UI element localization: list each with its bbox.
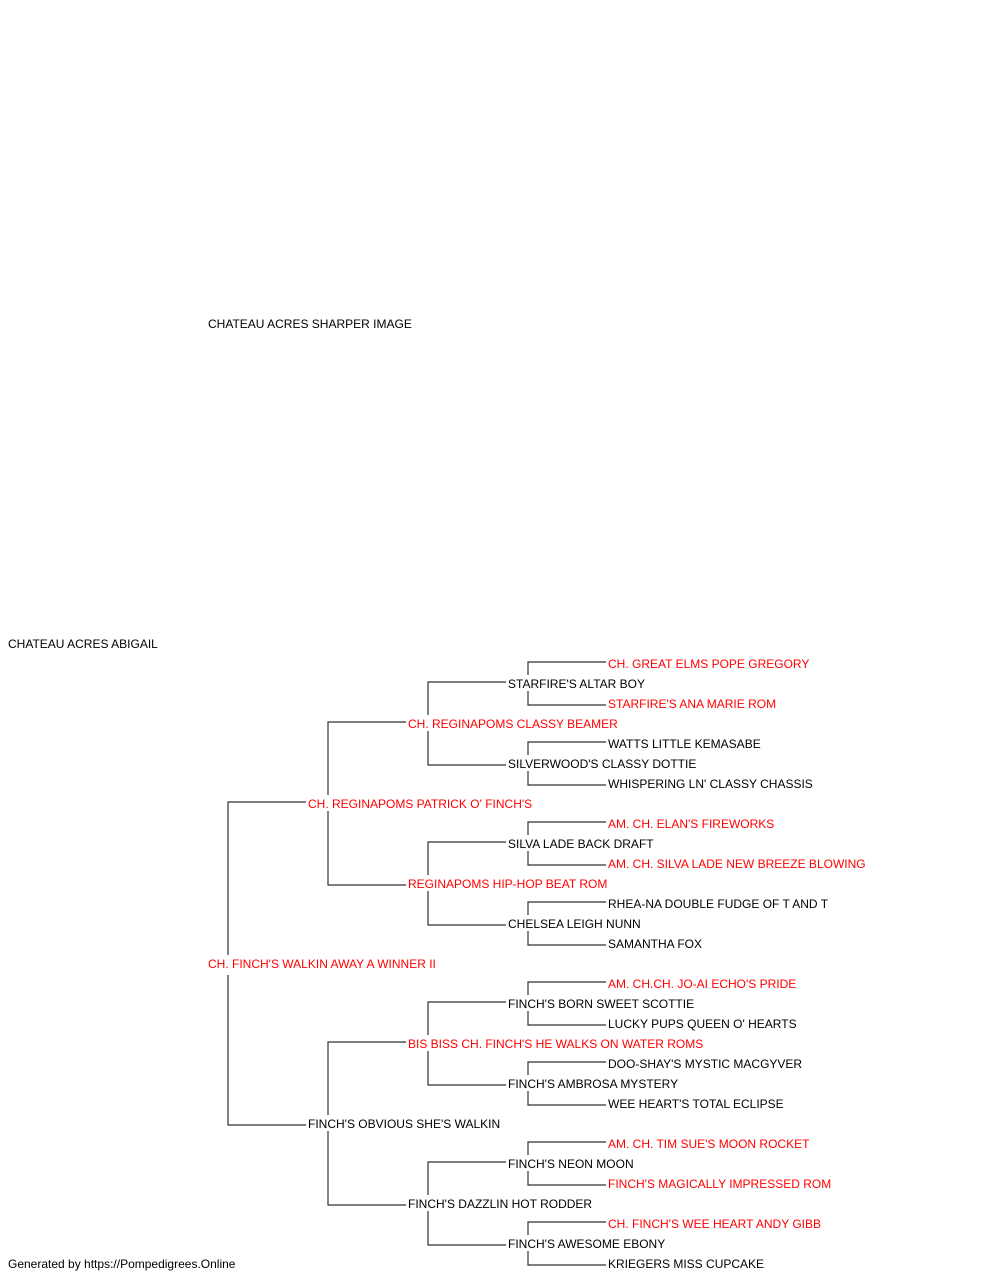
ancestor-name: STARFIRE'S ANA MARIE ROM xyxy=(608,697,777,711)
ancestor-name: AM. CH.CH. JO-AI ECHO'S PRIDE xyxy=(608,977,797,991)
ancestor-name: BIS BISS CH. FINCH'S HE WALKS ON WATER R… xyxy=(408,1037,704,1051)
ancestor-name: LUCKY PUPS QUEEN O' HEARTS xyxy=(608,1017,797,1031)
ancestor-name: AM. CH. TIM SUE'S MOON ROCKET xyxy=(608,1137,810,1151)
ancestor-name: FINCH'S DAZZLIN HOT RODDER xyxy=(408,1197,593,1211)
ancestor-name: CH. FINCH'S WEE HEART ANDY GIBB xyxy=(608,1217,821,1231)
ancestor-name: FINCH'S MAGICALLY IMPRESSED ROM xyxy=(608,1177,832,1191)
ancestor-name: REGINAPOMS HIP-HOP BEAT ROM xyxy=(408,877,608,891)
ancestor-name: DOO-SHAY'S MYSTIC MACGYVER xyxy=(608,1057,803,1071)
dam-name: CH. FINCH'S WALKIN AWAY A WINNER II xyxy=(208,957,436,971)
generated-by-footer: Generated by https://Pompedigrees.Online xyxy=(8,1257,236,1271)
sire-name: CHATEAU ACRES SHARPER IMAGE xyxy=(208,317,412,331)
ancestor-name: FINCH'S AMBROSA MYSTERY xyxy=(508,1077,679,1091)
ancestor-name: CH. REGINAPOMS CLASSY BEAMER xyxy=(408,717,618,731)
ancestor-name: WATTS LITTLE KEMASABE xyxy=(608,737,761,751)
subject-name: CHATEAU ACRES ABIGAIL xyxy=(8,637,158,651)
dam-dam-name: FINCH'S OBVIOUS SHE'S WALKIN xyxy=(308,1117,501,1131)
ancestor-name: STARFIRE'S ALTAR BOY xyxy=(508,677,645,691)
ancestor-name: KRIEGERS MISS CUPCAKE xyxy=(608,1257,765,1271)
ancestor-name: FINCH'S AWESOME EBONY xyxy=(508,1237,666,1251)
ancestor-name: AM. CH. ELAN'S FIREWORKS xyxy=(608,817,775,831)
ancestor-name: SILVERWOOD'S CLASSY DOTTIE xyxy=(508,757,697,771)
dam-sire-name: CH. REGINAPOMS PATRICK O' FINCH'S xyxy=(308,797,533,811)
ancestor-name: SAMANTHA FOX xyxy=(608,937,703,951)
ancestor-name: AM. CH. SILVA LADE NEW BREEZE BLOWING xyxy=(608,857,866,871)
ancestor-name: CH. GREAT ELMS POPE GREGORY xyxy=(608,657,810,671)
ancestor-name: FINCH'S BORN SWEET SCOTTIE xyxy=(508,997,695,1011)
ancestor-name: WHISPERING LN' CLASSY CHASSIS xyxy=(608,777,813,791)
ancestor-name: CHELSEA LEIGH NUNN xyxy=(508,917,641,931)
ancestor-name: RHEA-NA DOUBLE FUDGE OF T AND T xyxy=(608,897,829,911)
ancestor-name: SILVA LADE BACK DRAFT xyxy=(508,837,654,851)
ancestor-name: WEE HEART'S TOTAL ECLIPSE xyxy=(608,1097,784,1111)
ancestor-name: FINCH'S NEON MOON xyxy=(508,1157,634,1171)
